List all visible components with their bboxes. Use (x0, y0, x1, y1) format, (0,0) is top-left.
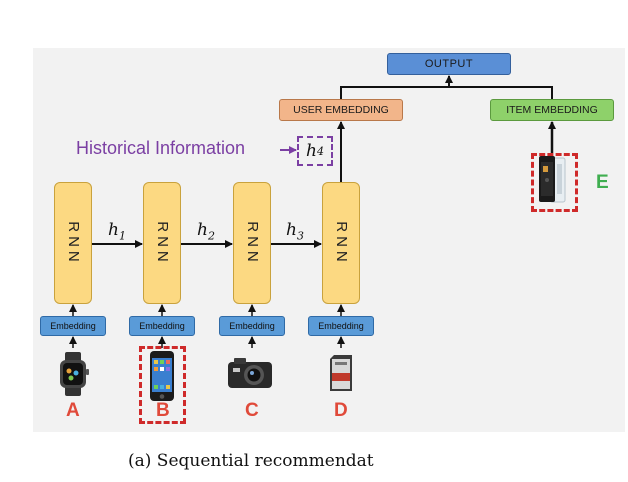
smartwatch-icon (60, 352, 89, 396)
item-letter-d: D (334, 400, 348, 421)
hidden-state-h2: h2 (197, 220, 215, 243)
item-embedding-node: ITEM EMBEDDING (490, 99, 614, 121)
historical-information-label: Historical Information (76, 138, 246, 158)
embedding-a: Embedding (40, 316, 106, 336)
rnn-cell-d: RNN (322, 182, 360, 304)
smartphone-icon (150, 351, 174, 401)
hidden-state-h1: h1 (108, 220, 126, 243)
rnn-cell-c: RNN (233, 182, 271, 304)
rnn-cell-b: RNN (143, 182, 181, 304)
figure-caption: (a) Sequential recommendat (128, 451, 374, 471)
item-letter-e: E (596, 172, 609, 193)
item-letter-c: C (245, 400, 259, 421)
embedding-d: Embedding (308, 316, 374, 336)
item-letter-a: A (66, 400, 80, 421)
camera-icon (228, 358, 272, 388)
embedding-b: Embedding (129, 316, 195, 336)
phone-case-icon (539, 156, 566, 203)
output-node: OUTPUT (387, 53, 511, 75)
sd-card-icon (330, 355, 352, 391)
highlight-box-b (139, 346, 186, 424)
item-letter-b: B (156, 400, 170, 421)
rnn-cell-a: RNN (54, 182, 92, 304)
highlight-box-e (531, 153, 578, 212)
user-embedding-node: USER EMBEDDING (279, 99, 403, 121)
hidden-state-h3: h3 (286, 220, 304, 243)
embedding-c: Embedding (219, 316, 285, 336)
